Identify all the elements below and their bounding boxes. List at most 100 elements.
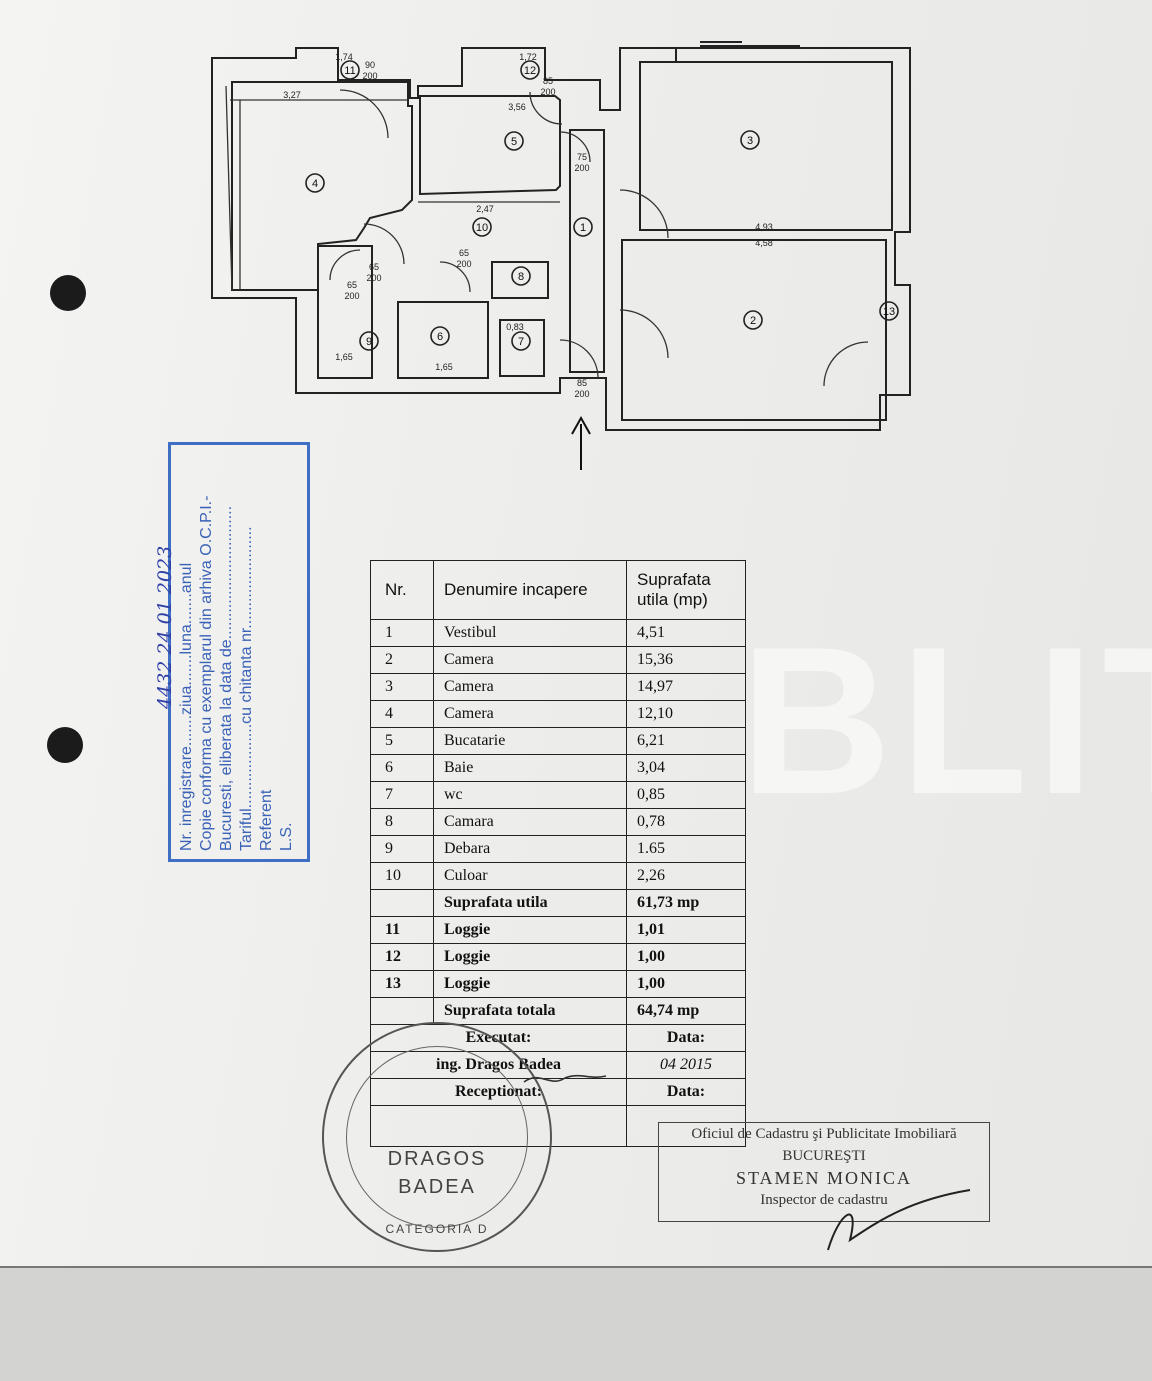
cell-nr: 8 [370, 808, 434, 836]
room-number-3: 3 [747, 135, 753, 147]
background-surface [0, 1266, 1152, 1381]
svg-text:65: 65 [459, 248, 469, 258]
svg-text:85: 85 [543, 76, 553, 86]
subtotal-row: Suprafata utila 61,73 mp [370, 889, 746, 917]
cell-nr: 10 [370, 862, 434, 890]
svg-text:85: 85 [577, 378, 587, 388]
svg-text:200: 200 [456, 259, 471, 269]
cell-name: Bucatarie [433, 727, 627, 755]
cell-nr: 6 [370, 754, 434, 782]
cell-area: 2,26 [626, 862, 746, 890]
cell-area: 12,10 [626, 700, 746, 728]
svg-text:200: 200 [366, 273, 381, 283]
punch-hole-bottom [47, 727, 83, 763]
engineer-signature [523, 1074, 607, 1083]
dim-label: 1,65 [435, 362, 453, 372]
floor-plan: 4 5 3 1 2 6 7 8 9 10 11 12 13 3,27 3,56 … [211, 41, 911, 470]
svg-text:200: 200 [540, 87, 555, 97]
subtotal-label: Suprafata utila [433, 889, 627, 917]
engineer-seal: DRAGOS BADEA CATEGORIA D [322, 1022, 552, 1252]
table-header-row: Nr. Denumire incapere Suprafata utila (m… [370, 560, 746, 620]
cell-name: Debara [433, 835, 627, 863]
ocpi-copy-stamp: Nr. inregistrare.......ziua.......luna..… [154, 442, 310, 862]
punch-hole-top [50, 275, 86, 311]
inspector-stamp: Oficiul de Cadastru şi Publicitate Imobi… [658, 1122, 990, 1222]
cell-area: 6,21 [626, 727, 746, 755]
door-label: 65 [369, 262, 379, 272]
dim-label: 4,93 [755, 222, 773, 232]
cell-area: 1,00 [626, 970, 746, 998]
svg-text:90: 90 [365, 60, 375, 70]
total-row: Suprafata totala 64,74 mp [370, 997, 746, 1025]
cell-area: 3,04 [626, 754, 746, 782]
cell-name: wc [433, 781, 627, 809]
room-number-12: 12 [524, 65, 536, 77]
cell-nr: 13 [370, 970, 434, 998]
room-number-8: 8 [518, 271, 524, 283]
executed-date: 04 2015 [626, 1051, 746, 1079]
cell-name: Loggie [433, 943, 627, 971]
seal-name-last: BADEA [398, 1176, 476, 1198]
dim-label: 2,47 [476, 204, 494, 214]
inspector-signature [827, 1189, 971, 1251]
room-number-6: 6 [437, 331, 443, 343]
cell-area: 1,01 [626, 916, 746, 944]
seal-category: CATEGORIA D [385, 1222, 489, 1236]
cell-area: 0,85 [626, 781, 746, 809]
stamp-registration-label: Nr. inregistrare [178, 746, 195, 851]
cell-area: 0,78 [626, 808, 746, 836]
cell-nr: 3 [370, 673, 434, 701]
svg-text:200: 200 [344, 291, 359, 301]
cell-nr: 1 [370, 619, 434, 647]
stamp-ls-line: L.S. [278, 822, 295, 851]
header-nr: Nr. [370, 560, 434, 620]
cell-area: 4,51 [626, 619, 746, 647]
stamp-conform-line: Copie conforma cu exemplarul din arhiva … [198, 495, 215, 851]
cell-nr: 9 [370, 835, 434, 863]
stamp-issued-line: Bucuresti, eliberata la data de.........… [218, 505, 235, 851]
header-area: Suprafata utila (mp) [626, 560, 746, 620]
received-date-label: Data: [626, 1078, 746, 1106]
cell-area: 14,97 [626, 673, 746, 701]
cell-nr: 5 [370, 727, 434, 755]
total-label: Suprafata totala [433, 997, 627, 1025]
cell-area: 15,36 [626, 646, 746, 674]
subtotal-area: 61,73 mp [626, 889, 746, 917]
cell-area: 1.65 [626, 835, 746, 863]
dim-label: 1,72 [519, 52, 537, 62]
watermark: BLITZ [740, 603, 1152, 838]
cell-nr: 2 [370, 646, 434, 674]
header-name: Denumire incapere [433, 560, 627, 620]
cell-nr: 4 [370, 700, 434, 728]
dim-label: 3,27 [283, 90, 301, 100]
inspector-title: Inspector de cadastru [760, 1192, 888, 1208]
cell-nr: 12 [370, 943, 434, 971]
room-number-11: 11 [344, 65, 355, 77]
dim-label: 1,74 [335, 52, 353, 62]
inspector-office: Oficiul de Cadastru şi Publicitate Imobi… [691, 1126, 957, 1142]
inspector-name: STAMEN MONICA [735, 1168, 913, 1188]
room-number-2: 2 [750, 315, 756, 327]
cell-name: Baie [433, 754, 627, 782]
cell-name: Culoar [433, 862, 627, 890]
room-number-13: 13 [883, 306, 895, 318]
cell-name: Camera [433, 700, 627, 728]
cell-area: 1,00 [626, 943, 746, 971]
cell-name: Vestibul [433, 619, 627, 647]
stamp-registration-dots: .......ziua.......luna.......anul [178, 562, 195, 747]
svg-text:200: 200 [362, 71, 377, 81]
svg-text:200: 200 [574, 163, 589, 173]
cell-nr: 7 [370, 781, 434, 809]
